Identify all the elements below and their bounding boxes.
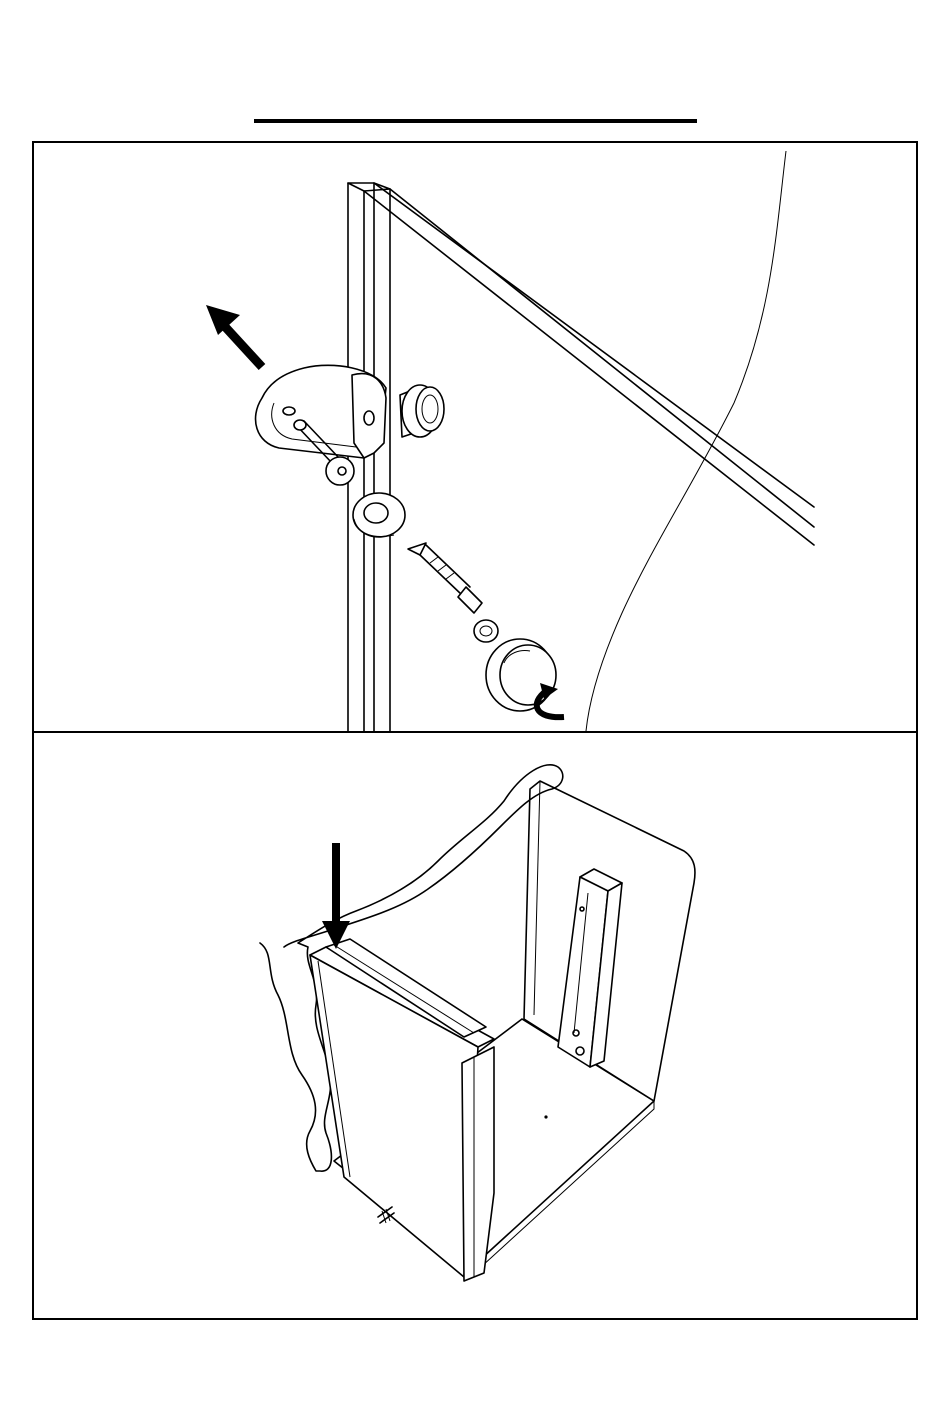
instruction-frame	[32, 141, 918, 1320]
hinge-bracket	[256, 365, 386, 458]
panel-step-insert-panel	[34, 733, 916, 1318]
screw	[408, 543, 498, 642]
floor-hole	[544, 1115, 547, 1118]
side-panel-edge	[348, 183, 814, 731]
title-rule	[254, 119, 697, 123]
washer	[353, 493, 405, 537]
cam-knob-upper	[400, 385, 444, 437]
cam-knob	[486, 639, 556, 711]
insert-down-arrow	[322, 843, 350, 949]
pull-out-arrow	[206, 305, 262, 367]
panel-step-hinge-cam	[34, 143, 916, 731]
wave-cutline	[586, 151, 786, 731]
